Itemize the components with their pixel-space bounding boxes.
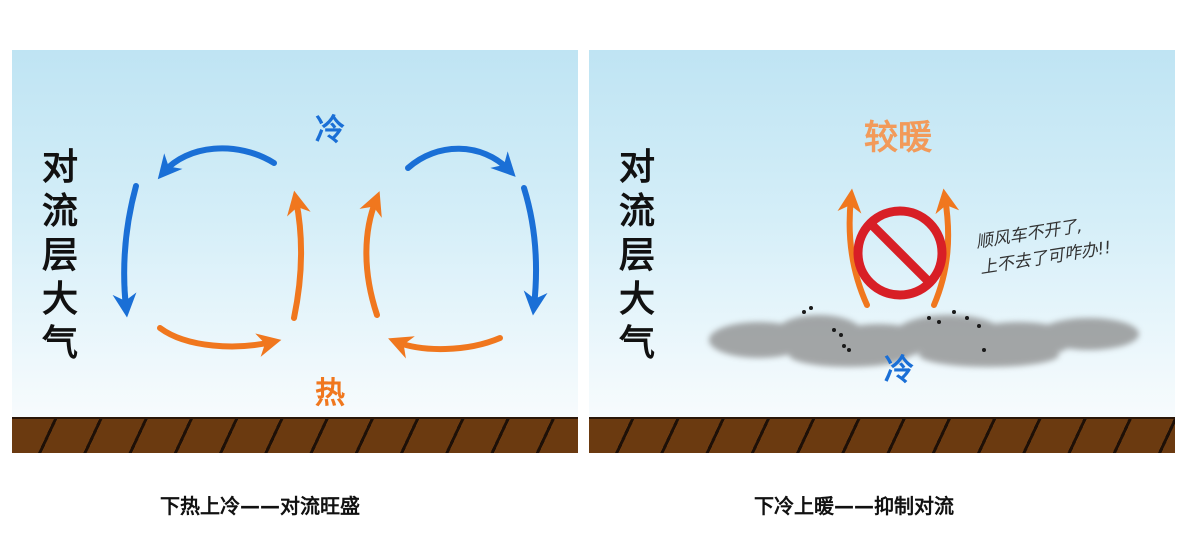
cold-label: 冷 [884,353,914,388]
inversion-graphic [709,188,1139,367]
hot-label: 热 [315,376,345,411]
smog-specks [802,306,986,352]
circulation-arrow-icon [287,190,311,321]
circulation-arrow-icon [157,145,277,180]
cold-label: 冷 [315,113,345,148]
prohibit-icon [853,206,947,300]
warm-label: 较暖 [864,118,932,158]
vertical-title: 对流层大气 [618,146,655,364]
panel-convection-suppressed: 对流层大气 [589,50,1175,453]
circulation-arrow-icon [521,185,548,316]
convection-arrows [112,145,548,359]
sky-background [12,50,578,417]
circulation-arrow-icon [405,145,516,177]
caption-right: 下冷上暖——抑制对流 [754,494,954,518]
ground-strip [12,417,578,453]
circulation-arrow-icon [157,325,282,357]
caption-left: 下热上冷——对流旺盛 [160,494,360,518]
panel-convection-active: 对流层大气 冷 热 [12,50,578,453]
smog-cloud-icon [709,315,1139,367]
circulation-arrow-icon [837,188,870,308]
ground-strip [589,417,1175,453]
vertical-title: 对流层大气 [41,146,78,364]
circulation-arrow-icon [388,335,503,359]
circulation-arrow-icon [359,191,382,318]
circulation-arrow-icon [931,188,960,308]
circulation-arrow-icon [112,183,139,318]
